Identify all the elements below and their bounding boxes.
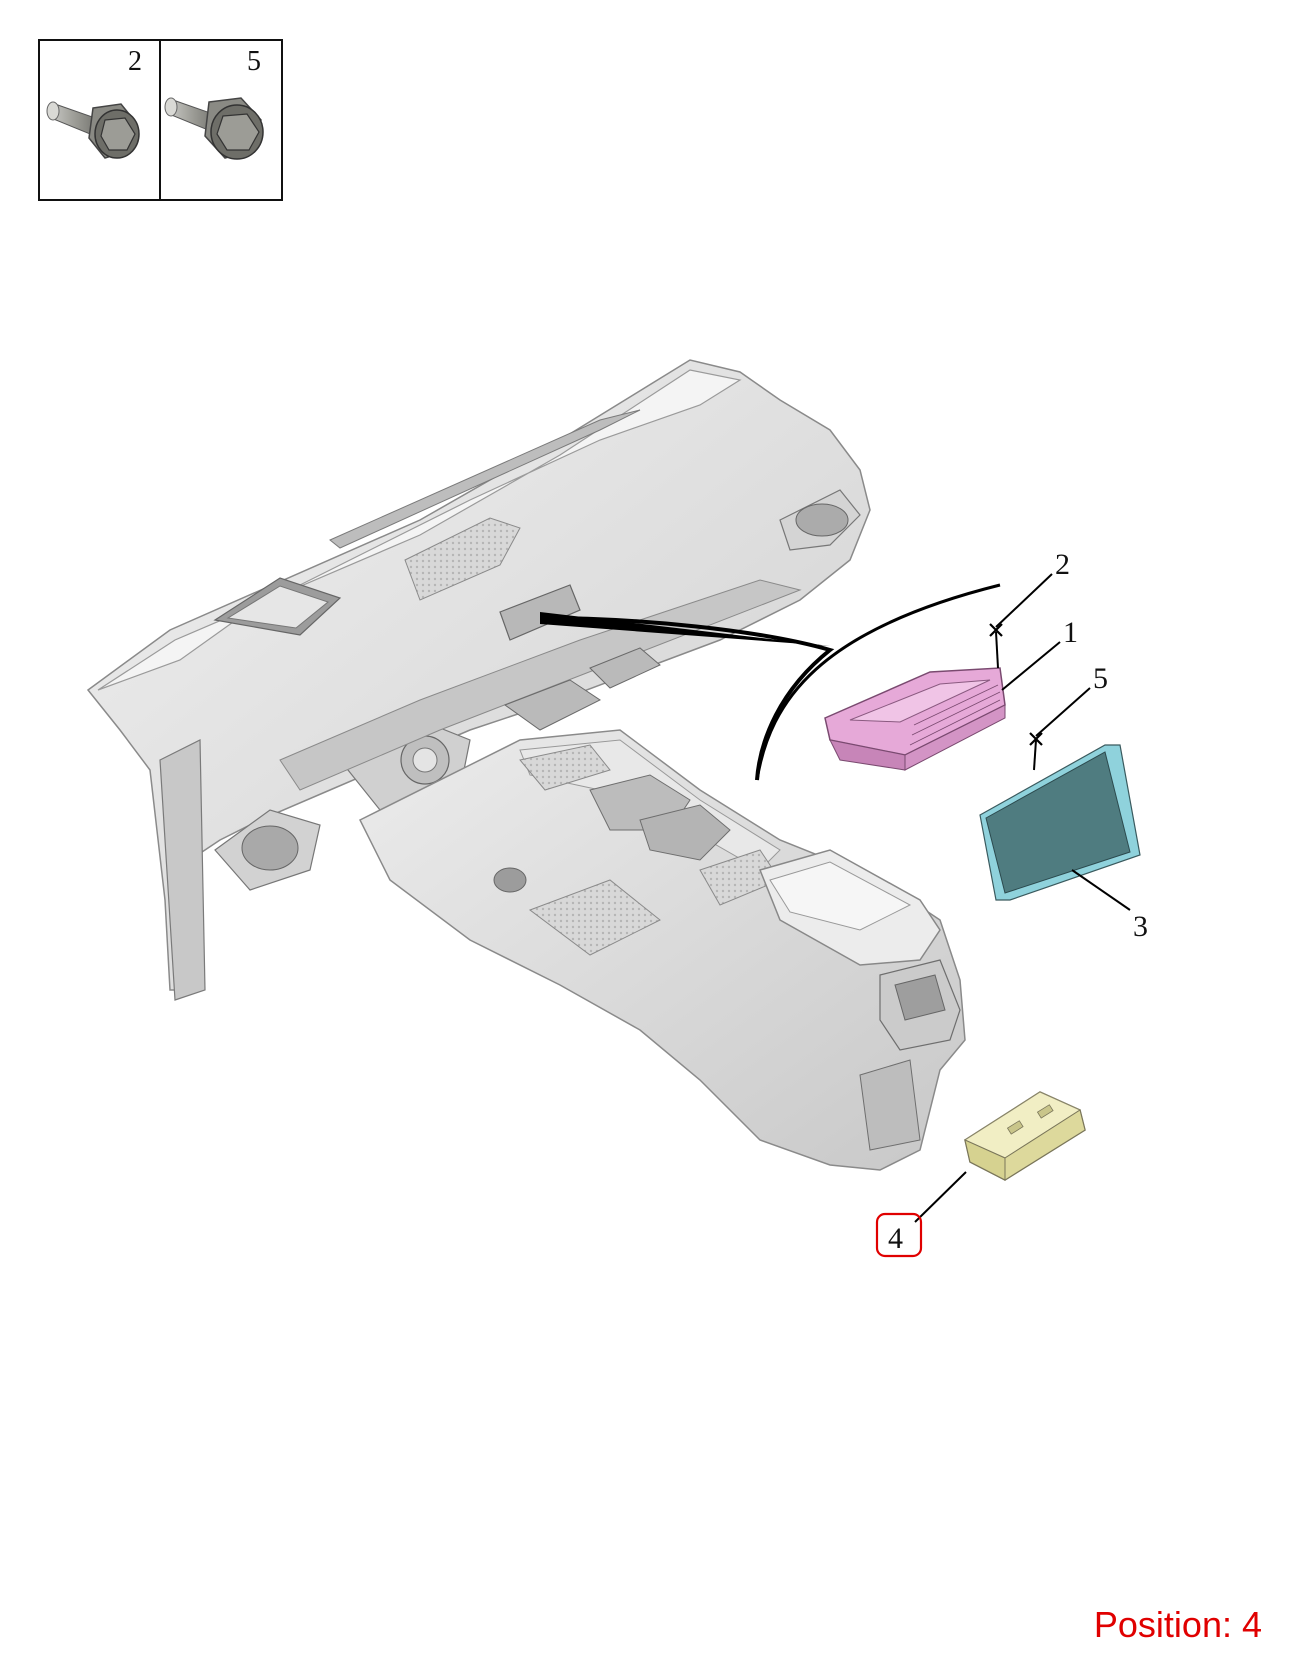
legend-number-5: 5 — [247, 46, 261, 77]
part-3-display-panel[interactable] — [979, 744, 1141, 901]
bolt-icon — [46, 101, 140, 159]
fastener-marker-icon — [989, 623, 1003, 637]
position-label: Position: 4 — [1093, 1604, 1262, 1645]
callout-2[interactable]: 2 — [1055, 548, 1070, 581]
callout-4[interactable]: 4 — [888, 1222, 903, 1255]
location-leader-arc-outer — [755, 583, 1001, 781]
legend-number-2: 2 — [128, 46, 142, 77]
callout-highlight-frame — [875, 1212, 923, 1258]
location-leader-wedge — [540, 612, 830, 646]
callout-3[interactable]: 3 — [1133, 910, 1148, 943]
location-leader-arc — [539, 616, 835, 781]
fastener-legend: 2 5 — [38, 39, 283, 201]
callout-1[interactable]: 1 — [1063, 616, 1078, 649]
callout-leaders — [914, 573, 1131, 1223]
fastener-marker-icon — [1029, 732, 1043, 746]
center-console — [358, 729, 966, 1171]
bolt-icon — [164, 97, 264, 160]
callout-5[interactable]: 5 — [1093, 662, 1108, 695]
part-4-module-box[interactable] — [963, 1091, 1086, 1181]
part-1-control-module[interactable] — [824, 667, 1006, 771]
